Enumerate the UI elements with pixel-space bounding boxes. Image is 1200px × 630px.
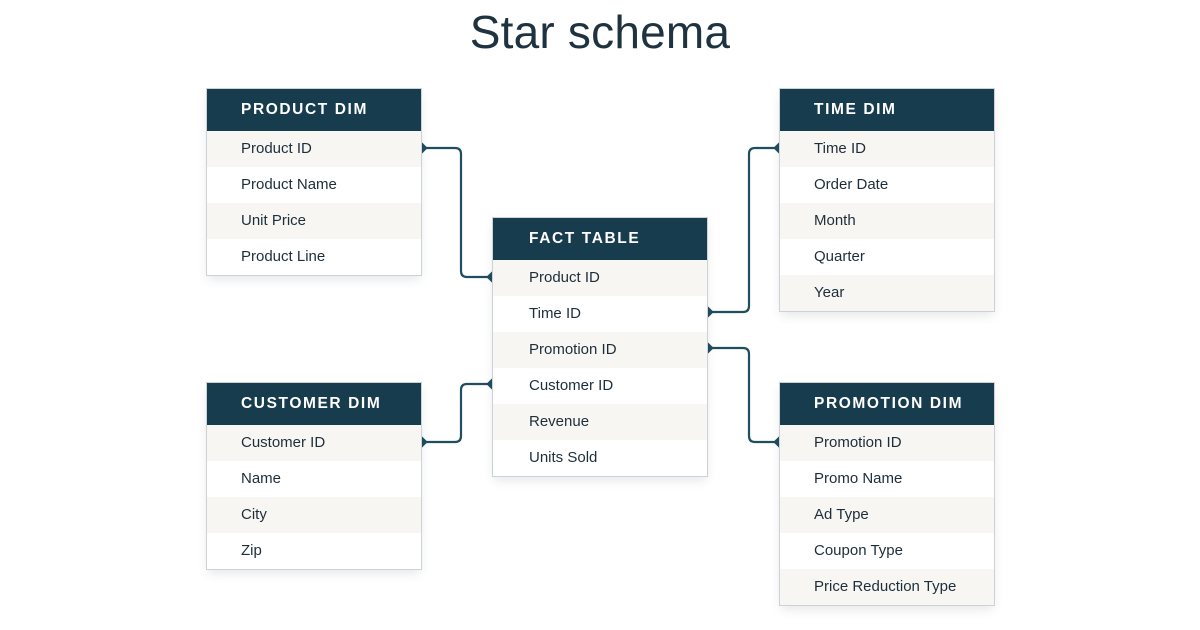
entity-table-fact[interactable]: FACT TABLE Product ID Time ID Promotion … [492, 217, 708, 477]
entity-table-promotion-dim[interactable]: PROMOTION DIM Promotion ID Promo Name Ad… [779, 382, 995, 606]
entity-table-customer-dim[interactable]: CUSTOMER DIM Customer ID Name City Zip [206, 382, 422, 570]
entity-header-time-dim: TIME DIM [780, 89, 994, 131]
entity-table-product-dim[interactable]: PRODUCT DIM Product ID Product Name Unit… [206, 88, 422, 276]
entity-header-fact: FACT TABLE [493, 218, 707, 260]
entity-field-row[interactable]: Order Date [780, 167, 994, 203]
connector-product-to-fact [422, 146, 492, 279]
entity-field-row[interactable]: Customer ID [207, 425, 421, 461]
connector-fact-to-time [708, 146, 779, 314]
entity-field-row[interactable]: Promotion ID [780, 425, 994, 461]
entity-field-row[interactable]: Month [780, 203, 994, 239]
entity-field-row[interactable]: Units Sold [493, 440, 707, 476]
entity-field-row[interactable]: Ad Type [780, 497, 994, 533]
entity-field-row[interactable]: Product ID [207, 131, 421, 167]
connector-fact-to-promotion [708, 346, 779, 444]
entity-field-row[interactable]: Year [780, 275, 994, 311]
entity-field-row[interactable]: Promotion ID [493, 332, 707, 368]
entity-field-row[interactable]: Time ID [780, 131, 994, 167]
entity-header-customer-dim: CUSTOMER DIM [207, 383, 421, 425]
entity-field-row[interactable]: Coupon Type [780, 533, 994, 569]
entity-field-row[interactable]: City [207, 497, 421, 533]
page-title: Star schema [469, 6, 731, 58]
entity-header-product-dim: PRODUCT DIM [207, 89, 421, 131]
entity-field-row[interactable]: Name [207, 461, 421, 497]
entity-field-row[interactable]: Time ID [493, 296, 707, 332]
entity-field-row[interactable]: Promo Name [780, 461, 994, 497]
entity-header-promotion-dim: PROMOTION DIM [780, 383, 994, 425]
entity-field-row[interactable]: Zip [207, 533, 421, 569]
entity-rows-product-dim: Product ID Product Name Unit Price Produ… [207, 131, 421, 275]
entity-field-row[interactable]: Revenue [493, 404, 707, 440]
entity-rows-time-dim: Time ID Order Date Month Quarter Year [780, 131, 994, 311]
entity-field-row[interactable]: Quarter [780, 239, 994, 275]
entity-rows-fact: Product ID Time ID Promotion ID Customer… [493, 260, 707, 476]
entity-rows-customer-dim: Customer ID Name City Zip [207, 425, 421, 569]
entity-field-row[interactable]: Price Reduction Type [780, 569, 994, 605]
entity-rows-promotion-dim: Promotion ID Promo Name Ad Type Coupon T… [780, 425, 994, 605]
entity-field-row[interactable]: Product Line [207, 239, 421, 275]
connector-customer-to-fact [422, 382, 492, 444]
entity-field-row[interactable]: Product Name [207, 167, 421, 203]
entity-field-row[interactable]: Unit Price [207, 203, 421, 239]
entity-table-time-dim[interactable]: TIME DIM Time ID Order Date Month Quarte… [779, 88, 995, 312]
entity-field-row[interactable]: Product ID [493, 260, 707, 296]
entity-field-row[interactable]: Customer ID [493, 368, 707, 404]
